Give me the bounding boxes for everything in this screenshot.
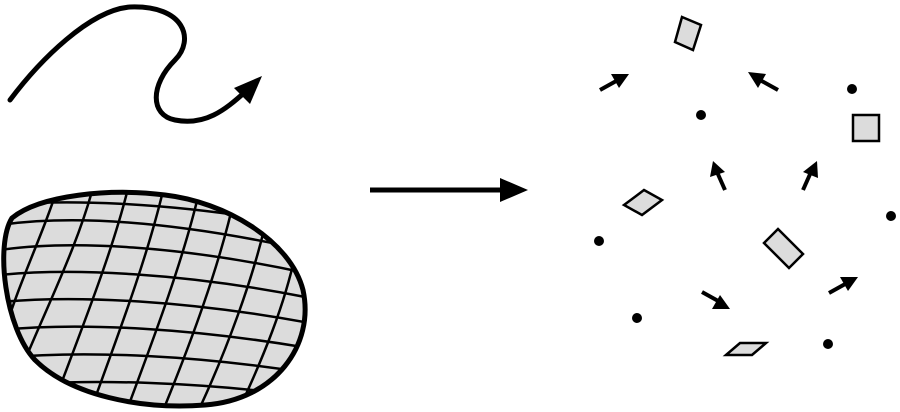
mesh-line [3,244,306,277]
small-arrow [748,72,779,92]
small-arrow [801,161,818,191]
parallelogram-shape [722,341,770,357]
dot [632,313,642,323]
dot [696,110,706,120]
parallelogram-shape [762,227,805,270]
mesh-line [3,353,306,377]
small-arrow [710,161,727,191]
curved-path [7,4,262,124]
parallelogram-shape [673,15,703,52]
right-arrow-icon [500,178,528,202]
mesh-line [3,325,306,352]
small-arrow [828,277,858,295]
curved-path-arrowhead-icon [234,76,262,104]
dot [847,84,857,94]
curved-path-line [7,4,248,124]
meshed-region-outline [1,189,308,409]
mesh-line [3,270,306,302]
mesh-line [123,192,202,406]
mesh-line [3,297,306,327]
small-arrow [599,74,629,92]
mesh-line [158,194,237,406]
mesh-line [3,219,306,252]
square-shape [851,113,881,143]
small-arrow [701,290,730,309]
dot [823,339,833,349]
particle-field [594,15,896,357]
dot [886,211,896,221]
meshed-region [1,189,308,409]
transform-arrow [370,178,528,202]
parallelogram-shape [621,188,665,217]
dot [594,236,604,246]
